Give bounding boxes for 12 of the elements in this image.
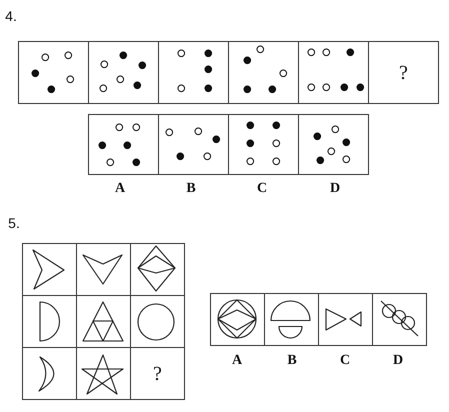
option-letter: C	[340, 354, 350, 368]
question-number: 4.	[5, 9, 17, 23]
option-letter: A	[232, 354, 242, 368]
option-letter: B	[287, 354, 297, 368]
option-letter: A	[114, 182, 126, 196]
question-number: 5.	[8, 216, 20, 230]
option-letter: C	[256, 182, 268, 196]
option-letter: D	[392, 354, 404, 368]
question-mark: ?	[153, 364, 162, 384]
option-letter: D	[330, 182, 340, 196]
option-letter: B	[186, 182, 196, 196]
question-mark: ?	[399, 62, 408, 82]
